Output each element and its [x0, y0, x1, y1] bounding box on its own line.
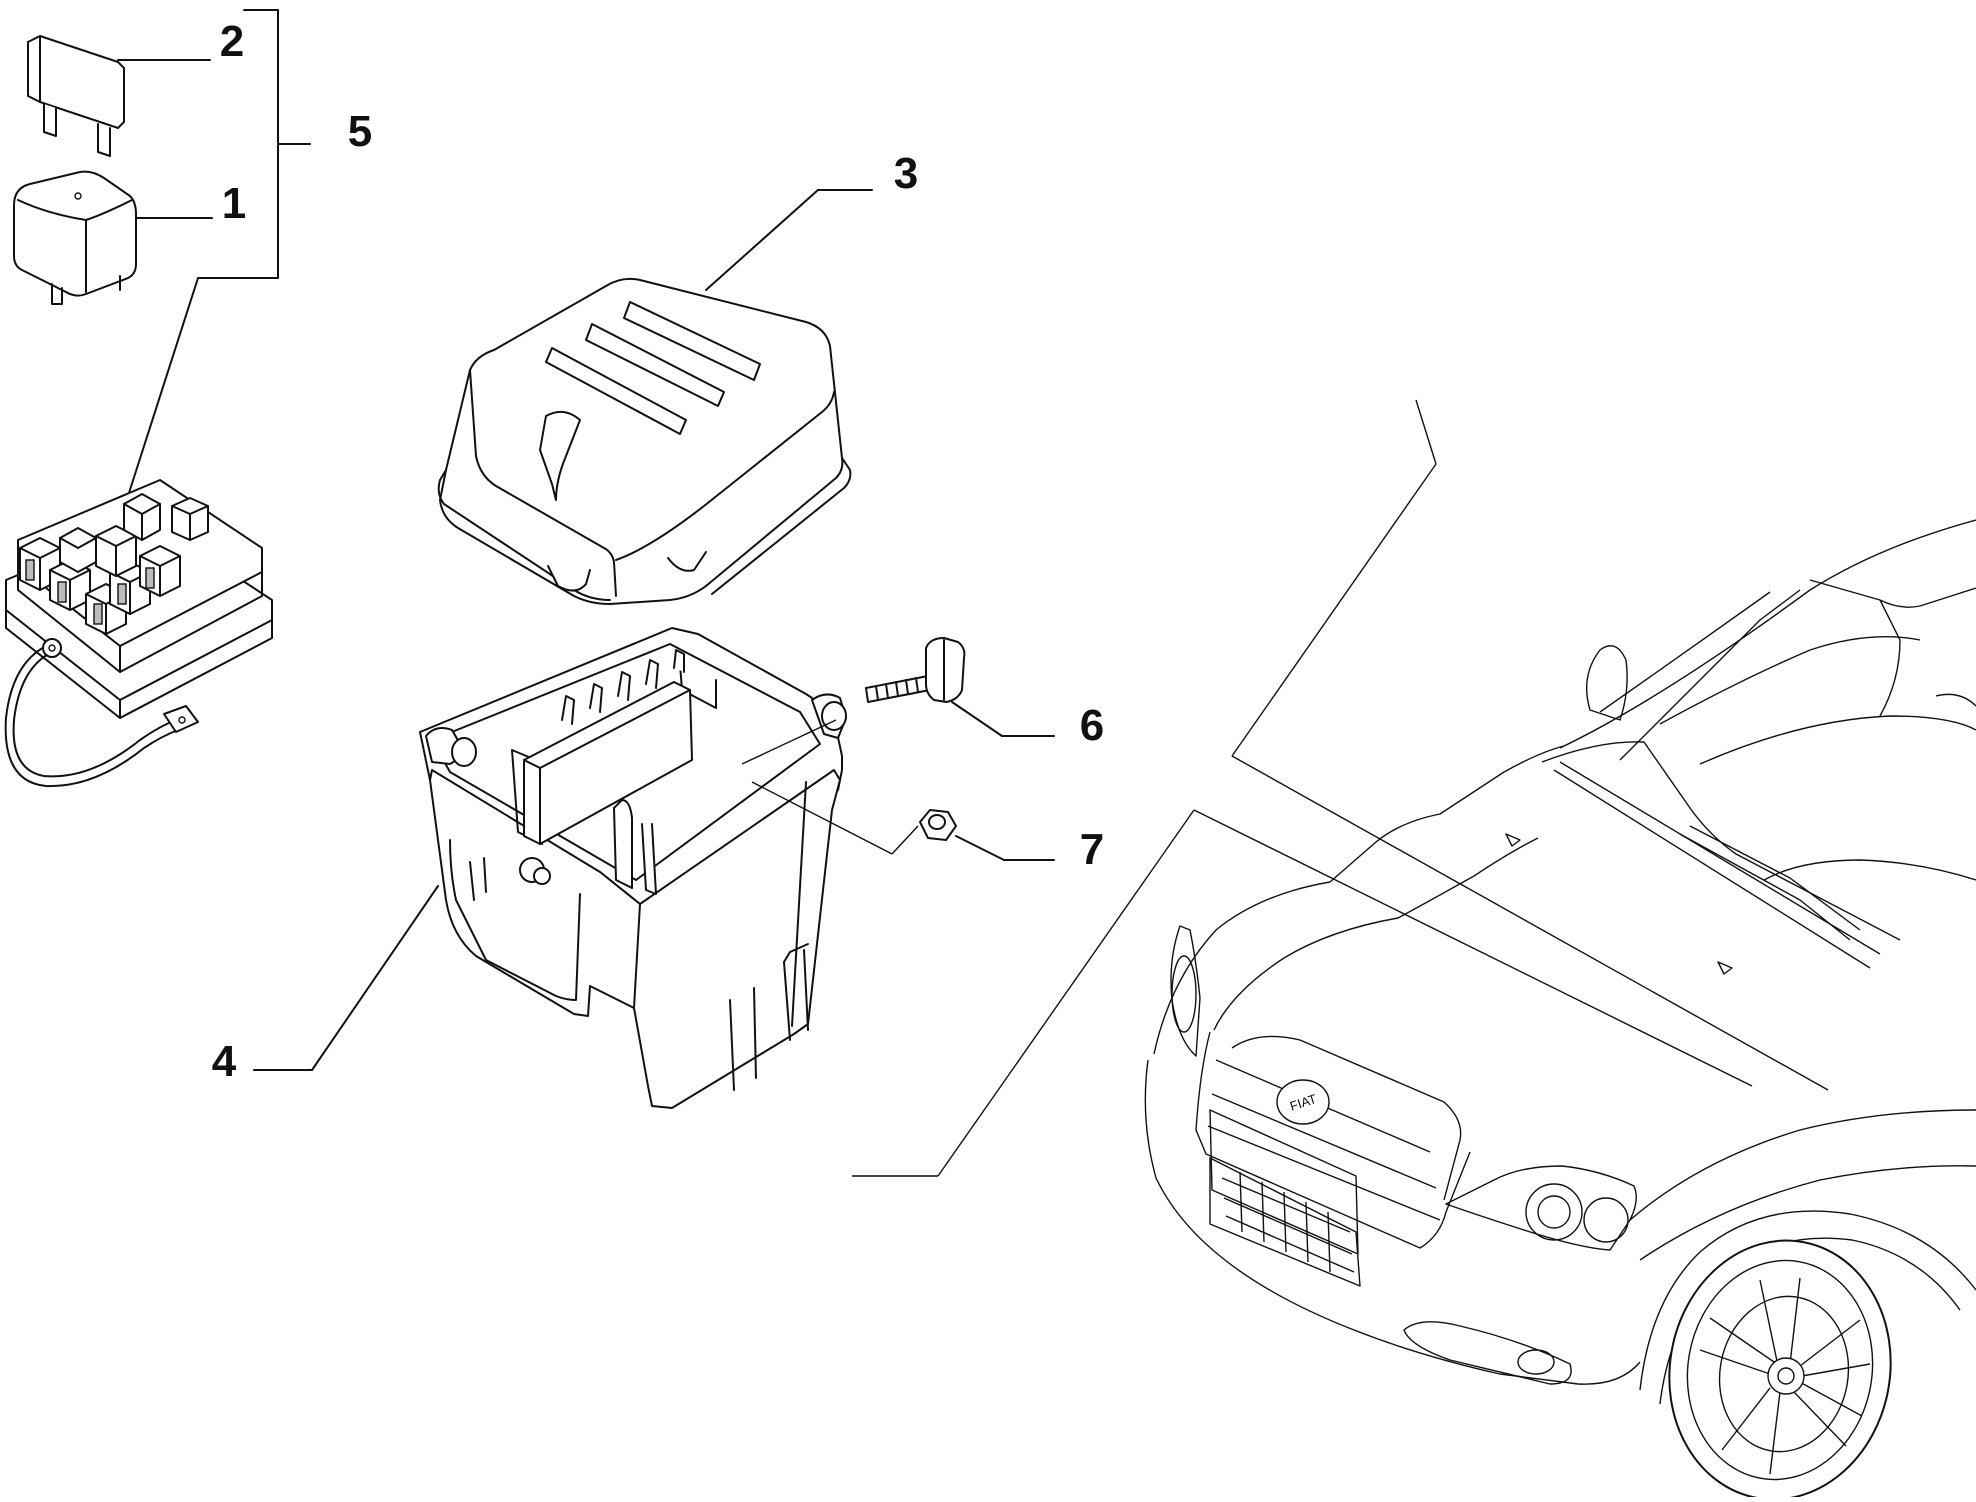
nut-part: [919, 809, 1055, 861]
callout-4: 4: [212, 1037, 237, 1086]
wheel-spokes: [1699, 1277, 1871, 1475]
ground-cable: [4, 638, 199, 788]
leader-lines: [741, 399, 1829, 1177]
car-illustration: FIAT: [1144, 519, 1976, 1501]
bolt-part: [865, 637, 1055, 737]
mini-relay-cluster: [19, 493, 209, 635]
fusebox-assembly: [4, 479, 273, 788]
fuse-part: [27, 35, 211, 157]
callout-3: 3: [894, 149, 918, 198]
callout-labels: 2 5 1 3 6 7 4: [212, 17, 1104, 1086]
callout-7: 7: [1080, 825, 1104, 874]
group-bracket: [127, 9, 311, 497]
callout-1: 1: [222, 179, 246, 228]
base-tray-part: [253, 627, 847, 1109]
callout-5: 5: [348, 107, 372, 156]
cover-part: [437, 189, 873, 605]
callout-6: 6: [1080, 701, 1104, 750]
relay-part: [13, 170, 213, 305]
callout-2: 2: [220, 17, 244, 66]
